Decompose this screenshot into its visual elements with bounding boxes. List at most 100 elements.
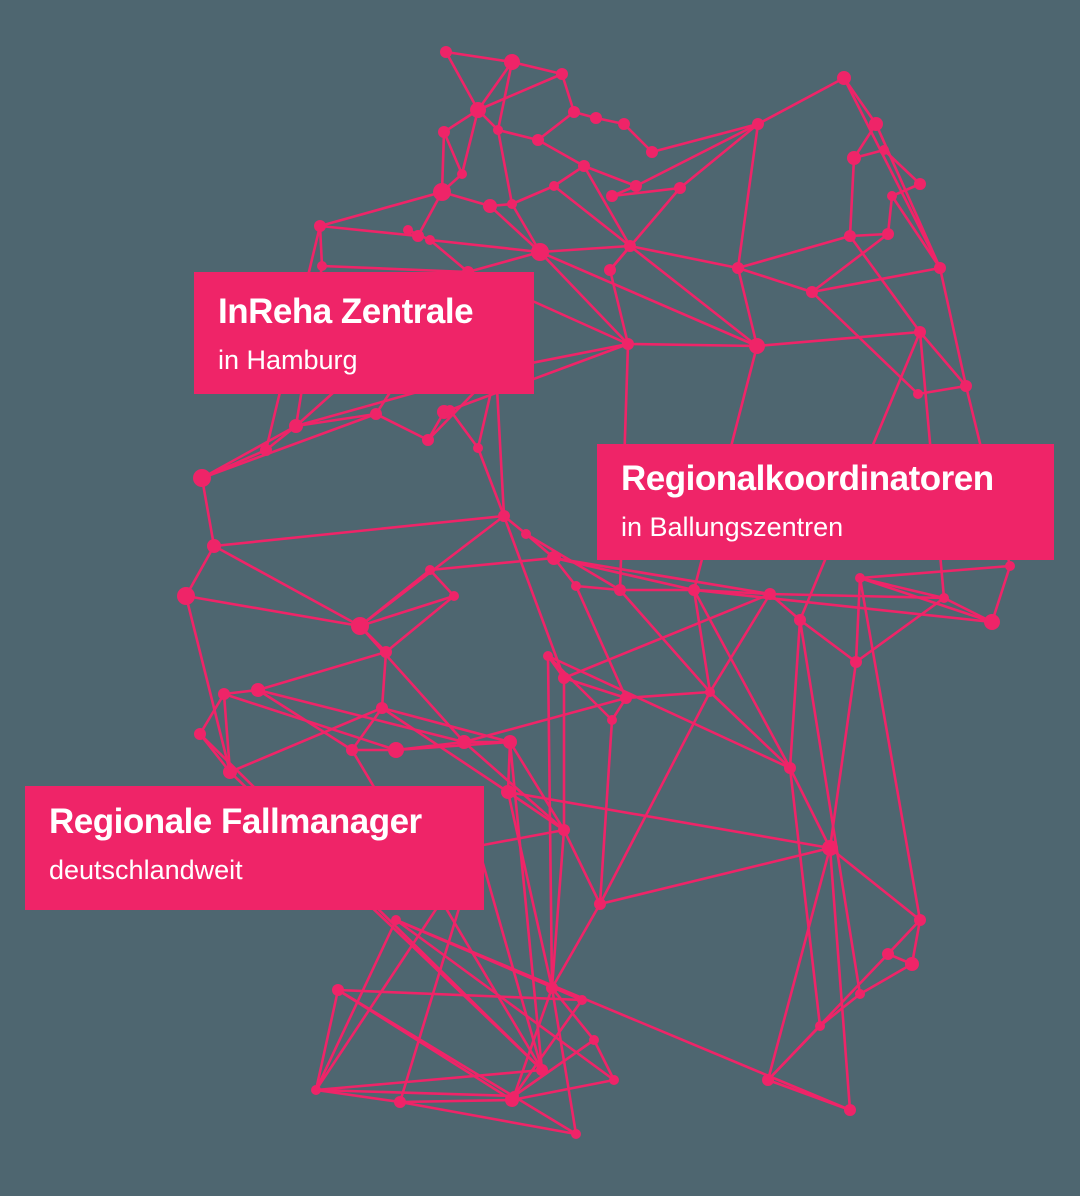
network-edge (788, 766, 832, 850)
network-edge (562, 828, 602, 906)
network-edge (428, 556, 556, 572)
network-node (433, 183, 451, 201)
network-edge (918, 330, 968, 388)
network-edge (628, 244, 740, 270)
network-edge (314, 918, 398, 1092)
network-node (577, 995, 587, 1005)
network-edge (736, 122, 760, 270)
network-edge (350, 706, 384, 752)
network-edge (318, 224, 420, 238)
network-node (934, 262, 946, 274)
network-edge (212, 514, 506, 548)
network-edge (314, 988, 340, 1092)
network-node (391, 915, 401, 925)
network-edge (582, 164, 632, 248)
network-edge (184, 594, 362, 628)
network-edge (574, 584, 622, 592)
network-edge (460, 108, 480, 176)
network-node (939, 593, 949, 603)
network-edge (200, 412, 378, 480)
network-node (749, 338, 765, 354)
network-edge (496, 128, 514, 206)
case-managers-label: Regionale Fallmanager deutschlandweit (25, 786, 484, 910)
case-managers-subtitle: deutschlandweit (49, 855, 243, 885)
network-edge (506, 790, 554, 990)
network-edge (374, 412, 430, 442)
network-node (590, 112, 602, 124)
network-edge (628, 244, 759, 348)
network-edge (848, 156, 856, 238)
network-edge (394, 918, 852, 1112)
network-node (732, 262, 744, 274)
network-node (403, 225, 413, 235)
network-node (493, 125, 503, 135)
network-node (815, 1021, 825, 1031)
network-node (887, 191, 897, 201)
network-node (646, 146, 658, 158)
network-edge (538, 250, 630, 346)
network-edge (336, 988, 578, 1136)
network-edge (476, 844, 544, 1072)
network-edge (798, 618, 862, 996)
network-node (509, 1091, 519, 1101)
network-node (869, 117, 883, 131)
network-edge (854, 576, 862, 664)
network-edge (448, 342, 630, 412)
network-node (794, 614, 806, 626)
network-node (445, 405, 455, 415)
network-node (532, 134, 544, 146)
network-node (207, 539, 221, 553)
network-edge (736, 266, 759, 348)
network-edge (380, 706, 512, 744)
network-edge (736, 234, 852, 270)
network-edge (198, 692, 226, 736)
network-edge (448, 408, 480, 450)
network-edge (462, 696, 628, 744)
network-node (388, 742, 404, 758)
network-edge (222, 692, 398, 752)
network-edge (634, 122, 760, 188)
network-edge (610, 186, 682, 198)
network-edge (552, 184, 632, 248)
network-node (618, 118, 630, 130)
network-edge (380, 650, 388, 710)
network-node (346, 744, 358, 756)
network-node (425, 565, 435, 575)
network-edge (910, 918, 922, 966)
network-edge (384, 594, 456, 654)
network-node (688, 584, 700, 596)
network-node (498, 510, 510, 522)
network-edge (624, 690, 712, 700)
network-edge (256, 650, 388, 692)
network-edge (550, 902, 602, 990)
network-edge (358, 624, 466, 744)
network-node (543, 651, 553, 661)
network-node (622, 338, 634, 350)
network-node (624, 240, 636, 252)
network-edge (842, 76, 878, 126)
network-edge (496, 128, 540, 142)
network-node (504, 54, 520, 70)
network-edge (886, 194, 894, 236)
network-edge (506, 790, 566, 832)
network-edge (574, 584, 628, 700)
network-edge (608, 268, 630, 346)
network-node (1005, 561, 1015, 571)
network-node (501, 785, 515, 799)
network-node (568, 106, 580, 118)
network-edge (444, 50, 514, 64)
network-node (882, 228, 894, 240)
network-node (882, 948, 894, 960)
network-node (822, 840, 838, 856)
network-edge (692, 588, 994, 624)
regional-coordinators-label: Regionalkoordinatoren in Ballungszentren (597, 444, 1054, 560)
network-node (531, 243, 549, 261)
network-edge (810, 232, 890, 294)
network-edge (810, 266, 942, 294)
network-edge (650, 122, 760, 154)
network-edge (394, 918, 616, 1082)
network-node (850, 656, 862, 668)
network-node (705, 687, 715, 697)
network-node (317, 261, 327, 271)
